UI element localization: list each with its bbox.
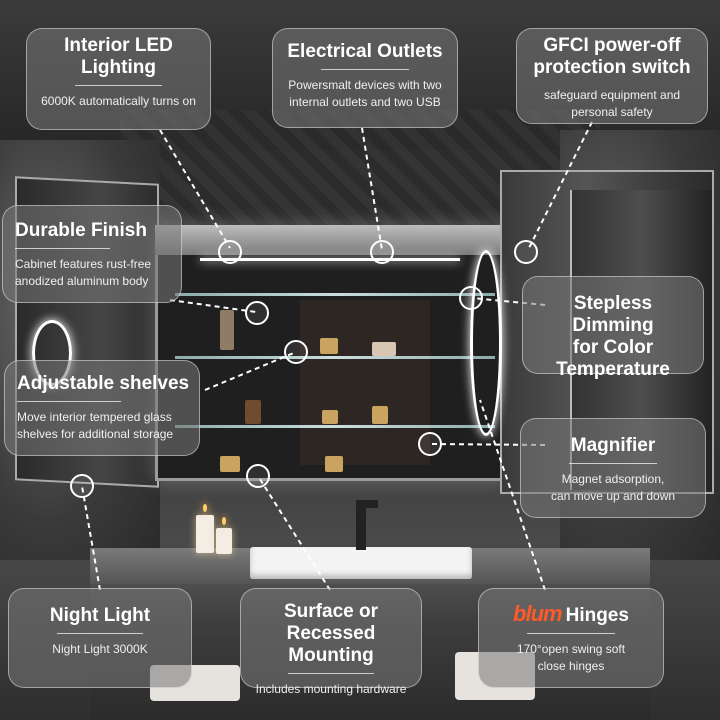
- feature-card-led-lighting: Interior LED Lighting 6000K automaticall…: [26, 28, 211, 130]
- hinges-title: Hinges: [565, 605, 629, 626]
- feature-title: protection switch: [533, 57, 691, 78]
- feature-description: Move interior tempered glass: [17, 410, 172, 424]
- candle-flame: [222, 517, 226, 525]
- shelf-bottle: [220, 310, 234, 350]
- feature-card-magnifier: Magnifier Magnet adsorption, can move up…: [520, 418, 706, 518]
- candle-flame: [203, 504, 207, 512]
- feature-title: Interior LED: [64, 35, 173, 56]
- divider: [75, 85, 162, 86]
- feature-description: close hinges: [537, 659, 605, 673]
- feature-card-stepless-dimming: Stepless Dimming for Color Temperature: [522, 276, 704, 380]
- glass-shelf: [175, 293, 495, 296]
- feature-card-mounting: Surface or Recessed Mounting Includes mo…: [240, 588, 422, 696]
- shelf-jar: [220, 456, 240, 472]
- led-light-strip: [200, 258, 460, 261]
- feature-description: 6000K automatically turns on: [41, 94, 196, 108]
- sink-basin: [250, 547, 472, 579]
- shelf-jar: [322, 410, 338, 424]
- divider: [15, 248, 110, 249]
- feature-title: Lighting: [81, 57, 156, 78]
- feature-description: safeguard equipment and: [543, 88, 681, 102]
- feature-title: Magnifier: [570, 435, 656, 456]
- faucet-spout: [356, 500, 378, 508]
- reed-diffuser: [245, 400, 261, 424]
- divider: [321, 69, 409, 70]
- magnifier-mirror: [470, 250, 502, 436]
- feature-title: Temperature: [556, 359, 670, 380]
- feature-description: can move up and down: [550, 489, 676, 503]
- feature-title: Surface or Recessed: [284, 601, 378, 644]
- shelf-jar: [325, 456, 343, 472]
- feature-title: Durable Finish: [15, 220, 147, 241]
- feature-card-electrical-outlets: Electrical Outlets Powersmalt devices wi…: [272, 28, 458, 128]
- glass-shelf: [175, 425, 495, 428]
- feature-description: Powersmalt devices with two: [288, 78, 442, 92]
- feature-title: Night Light: [49, 605, 151, 626]
- candle: [216, 528, 232, 554]
- shelf-jar: [320, 338, 338, 354]
- faucet: [356, 500, 366, 550]
- glass-shelf: [175, 356, 495, 359]
- feature-card-adjustable-shelves: Adjustable shelves Move interior tempere…: [4, 360, 200, 456]
- shelf-jar: [372, 342, 396, 356]
- feature-description: internal outlets and two USB: [289, 95, 441, 109]
- cabinet-back-panel: [300, 300, 430, 465]
- feature-description: 170°open swing soft: [516, 642, 626, 656]
- feature-title: Electrical Outlets: [287, 41, 443, 62]
- divider: [56, 633, 144, 634]
- feature-description: anodized aluminum body: [15, 274, 149, 288]
- feature-description: Includes mounting hardware: [255, 682, 407, 696]
- feature-title: Stepless Dimming: [572, 293, 654, 336]
- feature-description: Night Light 3000K: [52, 642, 148, 656]
- shelf-jar: [372, 406, 388, 424]
- feature-description: shelves for additional storage: [17, 427, 174, 441]
- feature-title: Adjustable shelves: [17, 373, 190, 394]
- feature-title: for Color: [572, 337, 654, 358]
- feature-description: personal safety: [571, 105, 653, 119]
- divider: [17, 401, 122, 402]
- divider: [569, 463, 657, 464]
- feature-description: Magnet adsorption,: [561, 472, 665, 486]
- blum-brand-logo: blum: [513, 601, 563, 626]
- feature-description: Cabinet features rust-free: [15, 257, 152, 271]
- candle: [196, 515, 214, 553]
- feature-title: GFCI power-off: [543, 35, 681, 56]
- feature-card-gfci: GFCI power-off protection switch safegua…: [516, 28, 708, 124]
- feature-card-durable-finish: Durable Finish Cabinet features rust-fre…: [2, 205, 182, 303]
- divider: [288, 673, 374, 674]
- divider: [527, 633, 615, 634]
- feature-title: Mounting: [288, 645, 374, 666]
- feature-card-night-light: Night Light Night Light 3000K: [8, 588, 192, 688]
